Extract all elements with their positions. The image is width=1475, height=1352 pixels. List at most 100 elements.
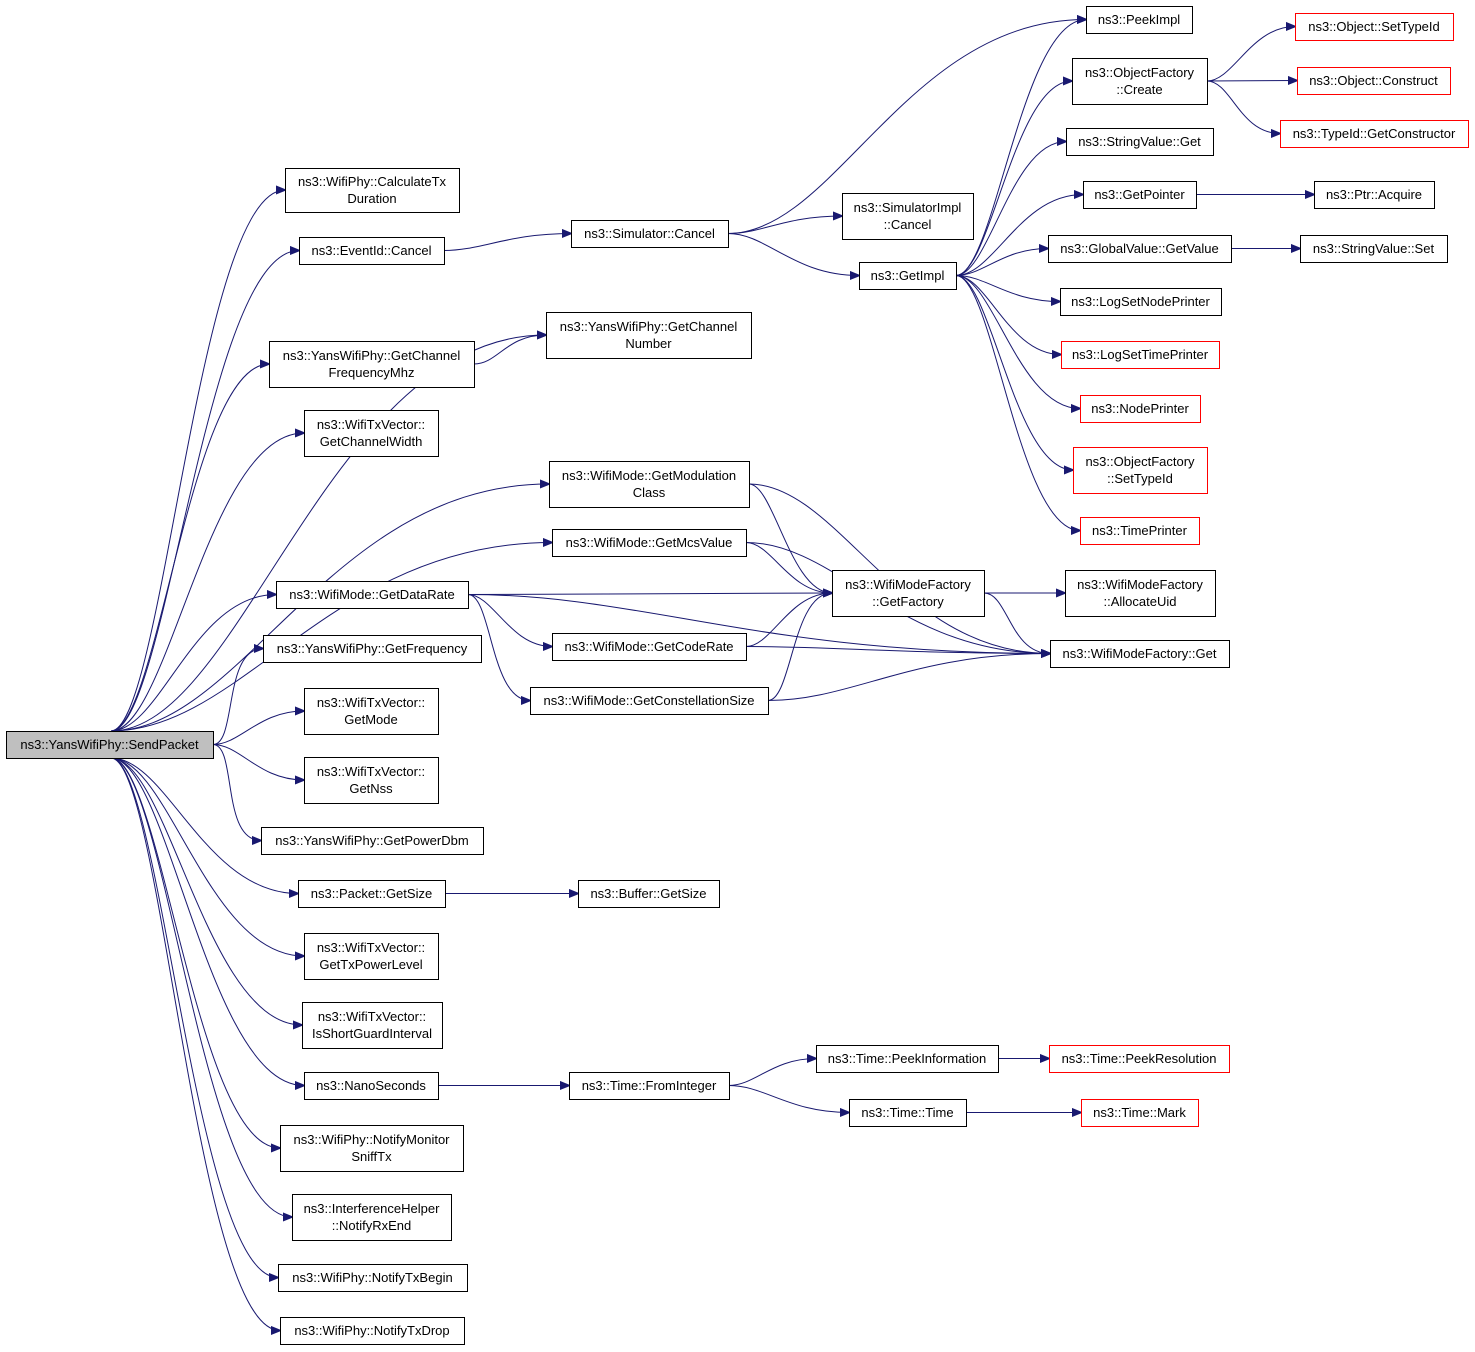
node-getimpl[interactable]: ns3::GetImpl (859, 262, 957, 290)
edge-mode-coderate-to-factory-get (745, 646, 1050, 654)
node-box (276, 581, 469, 609)
node-box (1083, 181, 1197, 209)
edge-send-packet-to-txv-txpower (110, 757, 304, 956)
node-txv-sgi[interactable]: ns3::WifiTxVector::IsShortGuardInterval (302, 1002, 443, 1049)
node-box (280, 1317, 465, 1345)
node-notify-txbegin[interactable]: ns3::WifiPhy::NotifyTxBegin (278, 1264, 468, 1292)
node-objfactory-create[interactable]: ns3::ObjectFactory::Create (1072, 58, 1208, 105)
node-time-time[interactable]: ns3::Time::Time (849, 1099, 967, 1127)
node-box (261, 827, 484, 855)
node-interf-rxend[interactable]: ns3::InterferenceHelper::NotifyRxEnd (292, 1194, 452, 1241)
node-objfactory-settypeid[interactable]: ns3::ObjectFactory::SetTypeId (1073, 447, 1208, 494)
node-txv-nss[interactable]: ns3::WifiTxVector::GetNss (304, 757, 439, 804)
node-mode-constsize[interactable]: ns3::WifiMode::GetConstellationSize (530, 687, 769, 715)
node-box (6, 731, 214, 759)
node-nodeprinter[interactable]: ns3::NodePrinter (1080, 395, 1201, 423)
node-object-construct[interactable]: ns3::Object::Construct (1297, 67, 1451, 95)
edge-mode-datarate-to-mode-coderate (467, 594, 552, 647)
node-label: ns3::WifiTxVector:: (317, 764, 425, 779)
edge-mode-datarate-to-factory-getfactory (467, 593, 832, 595)
node-label: ::AllocateUid (1104, 594, 1177, 609)
node-label: ns3::WifiModeFactory (845, 577, 971, 592)
node-label: ns3::Packet::GetSize (311, 886, 432, 901)
node-time-fromint[interactable]: ns3::Time::FromInteger (569, 1072, 730, 1100)
node-peekimpl[interactable]: ns3::PeekImpl (1086, 6, 1193, 34)
node-label: ns3::GetPointer (1094, 187, 1185, 202)
node-box (1314, 181, 1435, 209)
edge-send-packet-to-get-ch-freq (110, 364, 269, 732)
edge-get-ch-freq-to-yans-chnum (473, 335, 546, 365)
node-box (1072, 58, 1208, 105)
node-label: ns3::WifiModeFactory (1077, 577, 1203, 592)
node-mode-coderate[interactable]: ns3::WifiMode::GetCodeRate (552, 633, 747, 661)
node-object-settypeid[interactable]: ns3::Object::SetTypeId (1295, 13, 1454, 41)
node-label: ns3::StringValue::Set (1313, 241, 1435, 256)
node-timeprinter[interactable]: ns3::TimePrinter (1080, 517, 1200, 545)
node-getpointer[interactable]: ns3::GetPointer (1083, 181, 1197, 209)
node-mode-datarate[interactable]: ns3::WifiMode::GetDataRate (276, 581, 469, 609)
node-ptr-acquire[interactable]: ns3::Ptr::Acquire (1314, 181, 1435, 209)
edge-send-packet-to-nanoseconds (110, 757, 304, 1086)
edge-factory-getfactory-to-factory-get (983, 592, 1050, 654)
node-logsetnode[interactable]: ns3::LogSetNodePrinter (1060, 288, 1222, 316)
node-nanoseconds[interactable]: ns3::NanoSeconds (304, 1072, 439, 1100)
node-label: ns3::Object::Construct (1309, 73, 1438, 88)
edge-mode-coderate-to-factory-getfactory (745, 593, 832, 647)
node-yans-power[interactable]: ns3::YansWifiPhy::GetPowerDbm (261, 827, 484, 855)
node-label: ns3::EventId::Cancel (312, 243, 432, 258)
node-label: GetMode (344, 712, 397, 727)
node-txv-mode[interactable]: ns3::WifiTxVector::GetMode (304, 688, 439, 735)
node-label: GetChannelWidth (320, 434, 423, 449)
node-box (298, 880, 446, 908)
node-time-peekinfo[interactable]: ns3::Time::PeekInformation (816, 1045, 999, 1073)
node-factory-get[interactable]: ns3::WifiModeFactory::Get (1050, 640, 1230, 668)
node-label: ns3::WifiTxVector:: (317, 695, 425, 710)
node-simimpl-cancel[interactable]: ns3::SimulatorImpl::Cancel (842, 193, 974, 240)
node-globalvalue-get[interactable]: ns3::GlobalValue::GetValue (1048, 235, 1232, 263)
edge-eventid-cancel-to-sim-cancel (443, 234, 571, 251)
node-stringvalue-set[interactable]: ns3::StringValue::Set (1300, 235, 1448, 263)
node-mode-mcs[interactable]: ns3::WifiMode::GetMcsValue (552, 529, 747, 557)
node-box (1048, 235, 1232, 263)
node-label: ns3::Object::SetTypeId (1308, 19, 1440, 34)
edge-mode-mcs-to-factory-getfactory (745, 542, 832, 594)
node-label: ns3::GlobalValue::GetValue (1060, 241, 1219, 256)
node-label: ns3::Time::FromInteger (582, 1078, 717, 1093)
node-box (304, 1072, 439, 1100)
node-sim-cancel[interactable]: ns3::Simulator::Cancel (571, 220, 729, 248)
node-txv-txpower[interactable]: ns3::WifiTxVector::GetTxPowerLevel (304, 933, 439, 980)
node-box (1086, 6, 1193, 34)
node-label: ns3::WifiMode::GetMcsValue (566, 535, 733, 550)
node-layer: ns3::YansWifiPhy::SendPacketns3::WifiPhy… (6, 6, 1469, 1345)
node-label: ns3::WifiModeFactory::Get (1063, 646, 1217, 661)
edge-mode-constsize-to-factory-get (767, 654, 1050, 701)
node-factory-alloc[interactable]: ns3::WifiModeFactory::AllocateUid (1065, 570, 1216, 617)
edge-getimpl-to-logsettime (955, 275, 1061, 355)
node-logsettime[interactable]: ns3::LogSetTimePrinter (1061, 341, 1220, 369)
node-box (263, 635, 482, 663)
node-label: ::Cancel (884, 217, 932, 232)
node-yans-freq[interactable]: ns3::YansWifiPhy::GetFrequency (263, 635, 482, 663)
node-packet-size[interactable]: ns3::Packet::GetSize (298, 880, 446, 908)
edge-mode-constsize-to-factory-getfactory (767, 593, 832, 701)
node-time-mark[interactable]: ns3::Time::Mark (1081, 1099, 1199, 1127)
node-label: ns3::GetImpl (871, 268, 945, 283)
node-txv-chwidth[interactable]: ns3::WifiTxVector::GetChannelWidth (304, 410, 439, 457)
node-stringvalue-get[interactable]: ns3::StringValue::Get (1066, 128, 1214, 156)
edge-send-packet-to-notify-txbegin (110, 757, 278, 1278)
node-label: Duration (347, 191, 396, 206)
node-time-peekres[interactable]: ns3::Time::PeekResolution (1049, 1045, 1230, 1073)
node-send-packet[interactable]: ns3::YansWifiPhy::SendPacket (6, 731, 214, 759)
node-eventid-cancel[interactable]: ns3::EventId::Cancel (299, 237, 445, 265)
node-factory-getfactory[interactable]: ns3::WifiModeFactory::GetFactory (832, 570, 985, 617)
node-typeid-getctor[interactable]: ns3::TypeId::GetConstructor (1280, 120, 1469, 148)
node-buffer-size[interactable]: ns3::Buffer::GetSize (578, 880, 720, 908)
node-label: ns3::Simulator::Cancel (584, 226, 715, 241)
node-notify-txdrop[interactable]: ns3::WifiPhy::NotifyTxDrop (280, 1317, 465, 1345)
